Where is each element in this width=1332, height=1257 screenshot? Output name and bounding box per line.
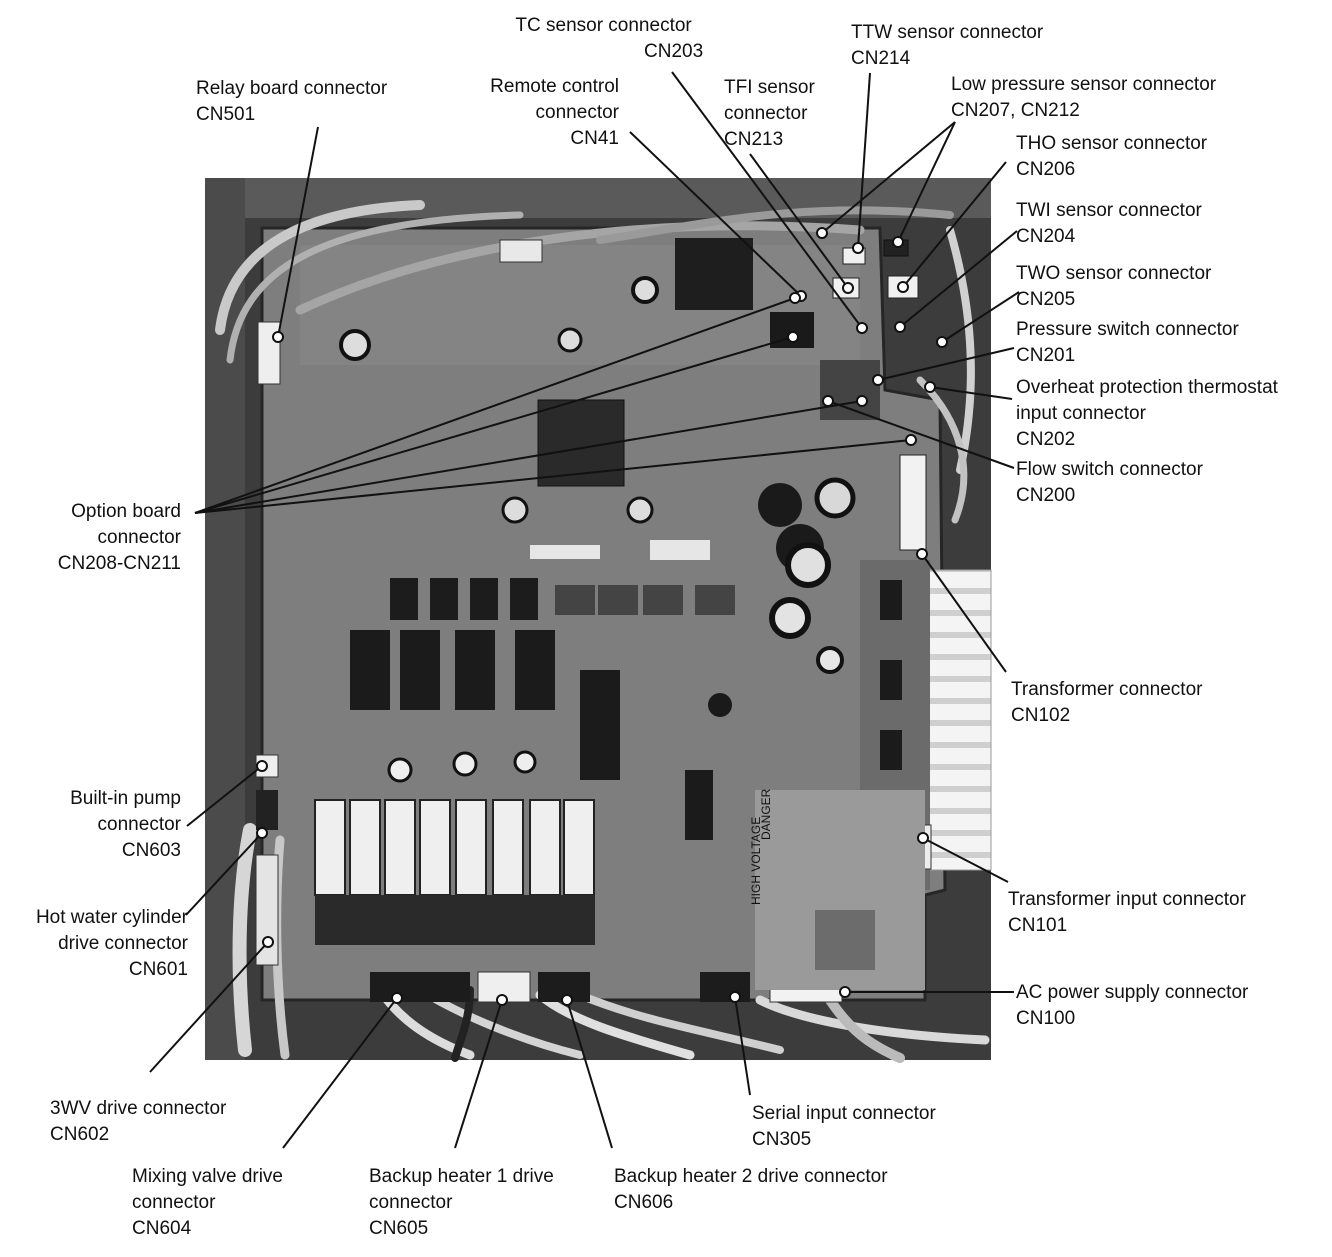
label-two-sensor-connector: TWO sensor connector CN205 — [1016, 261, 1211, 313]
connector-cn603 — [255, 754, 279, 778]
label-line: Hot water cylinder — [35, 907, 188, 928]
label-line: drive connector — [58, 933, 188, 954]
connector-cn501 — [257, 321, 281, 385]
label-line: CN213 — [724, 129, 784, 150]
label-line: CN41 — [570, 128, 619, 149]
label-hot-water-cylinder-connector: Hot water cylinder drive connector CN601 — [5, 905, 188, 983]
label-line: 3WV drive connector — [50, 1098, 227, 1119]
label-line: CN102 — [1011, 705, 1071, 726]
label-transformer-connector: Transformer connector CN102 — [1011, 677, 1202, 729]
label-line: CN603 — [121, 840, 181, 861]
label-tc-sensor-connector: TC sensor connector CN203 — [504, 13, 703, 65]
label-line: Mixing valve drive — [132, 1166, 283, 1187]
label-line: Built-in pump — [70, 788, 181, 809]
microcontroller — [537, 399, 625, 487]
label-line: connector — [97, 814, 181, 835]
connector-cn102 — [880, 580, 902, 620]
label-serial-input-connector: Serial input connector CN305 — [752, 1101, 936, 1153]
label-line: TWO sensor connector — [1016, 263, 1212, 284]
label-line: input connector — [1016, 403, 1146, 424]
label-line: TC sensor connector — [515, 15, 692, 36]
label-transformer-input-connector: Transformer input connector CN101 — [1008, 887, 1246, 939]
label-line: TWI sensor connector — [1016, 200, 1202, 221]
label-ac-power-supply-connector: AC power supply connector CN100 — [1016, 980, 1248, 1032]
label-remote-control-connector: Remote control connector CN41 — [461, 74, 619, 152]
label-line: Transformer connector — [1011, 679, 1203, 700]
label-line: Remote control — [490, 76, 619, 97]
label-line: TTW sensor connector — [851, 22, 1044, 43]
label-line: connector — [535, 102, 619, 123]
label-line: connector — [132, 1192, 216, 1213]
label-line: Serial input connector — [752, 1103, 936, 1124]
label-ttw-sensor-connector: TTW sensor connector CN214 — [851, 20, 1043, 72]
label-line: THO sensor connector — [1016, 133, 1208, 154]
label-line: CN200 — [1016, 485, 1076, 506]
label-line: Backup heater 1 drive — [369, 1166, 554, 1187]
label-line: Option board — [71, 501, 181, 522]
seven-segment-displays — [390, 578, 538, 620]
label-line: CN202 — [1016, 429, 1076, 450]
label-backup-heater-2-connector: Backup heater 2 drive connector CN606 — [614, 1164, 888, 1216]
label-line: Low pressure sensor connector — [951, 74, 1217, 95]
label-option-board-connector: Option board connector CN208-CN211 — [10, 499, 181, 577]
label-line: CN205 — [1016, 289, 1076, 310]
label-backup-heater-1-connector: Backup heater 1 drive connector CN605 — [369, 1164, 554, 1242]
label-pressure-switch-connector: Pressure switch connector CN201 — [1016, 317, 1239, 369]
label-line: CN208-CN211 — [57, 553, 181, 574]
label-line: CN201 — [1016, 345, 1076, 366]
label-line: AC power supply connector — [1016, 982, 1249, 1003]
label-line: CN214 — [851, 48, 911, 69]
label-relay-board-connector: Relay board connector CN501 — [196, 76, 387, 128]
label-line: TFI sensor — [724, 77, 815, 98]
label-built-in-pump-connector: Built-in pump connector CN603 — [10, 786, 181, 864]
label-line: CN206 — [1016, 159, 1076, 180]
label-line: CN501 — [196, 104, 256, 125]
label-line: connector — [369, 1192, 453, 1213]
label-overheat-protection-connector: Overheat protection thermostat input con… — [1016, 375, 1278, 453]
connector-cn601 — [255, 854, 279, 966]
label-line: CN207, CN212 — [951, 100, 1080, 121]
label-line: Pressure switch connector — [1016, 319, 1239, 340]
label-line: connector — [97, 527, 181, 548]
connector-cn200 — [899, 454, 927, 551]
label-3wv-drive-connector: 3WV drive connector CN602 — [50, 1096, 226, 1148]
relays — [314, 799, 595, 945]
label-line: Overheat protection thermostat — [1016, 377, 1278, 398]
label-line: CN305 — [752, 1129, 812, 1150]
svg-text:HIGH VOLTAGE: HIGH VOLTAGE — [749, 817, 763, 905]
label-twi-sensor-connector: TWI sensor connector CN204 — [1016, 198, 1202, 250]
label-line: Flow switch connector — [1016, 459, 1203, 480]
label-line: connector — [724, 103, 808, 124]
label-line: Backup heater 2 drive connector — [614, 1166, 888, 1187]
label-flow-switch-connector: Flow switch connector CN200 — [1016, 457, 1203, 509]
label-line: Transformer input connector — [1008, 889, 1246, 910]
label-line: Relay board connector — [196, 78, 388, 99]
label-line: CN604 — [132, 1218, 192, 1239]
label-line: CN601 — [128, 959, 188, 980]
label-tho-sensor-connector: THO sensor connector CN206 — [1016, 131, 1207, 183]
heatsink — [924, 569, 992, 871]
label-low-pressure-sensor-connector: Low pressure sensor connector CN207, CN2… — [951, 72, 1216, 124]
label-line: CN100 — [1016, 1008, 1076, 1029]
dip-switches — [555, 585, 735, 615]
label-mixing-valve-drive-connector: Mixing valve drive connector CN604 — [132, 1164, 283, 1242]
label-line: CN602 — [50, 1124, 110, 1145]
svg-text:DANGER: DANGER — [759, 788, 773, 840]
label-line: CN204 — [1016, 226, 1076, 247]
label-line: CN605 — [369, 1218, 429, 1239]
label-line: CN606 — [614, 1192, 674, 1213]
label-tfi-sensor-connector: TFI sensor connector CN213 — [724, 75, 815, 153]
hv-zone-marking: HIGH VOLTAGE DANGER — [749, 788, 773, 905]
label-line: CN203 — [644, 41, 704, 62]
label-line: CN101 — [1008, 915, 1068, 936]
